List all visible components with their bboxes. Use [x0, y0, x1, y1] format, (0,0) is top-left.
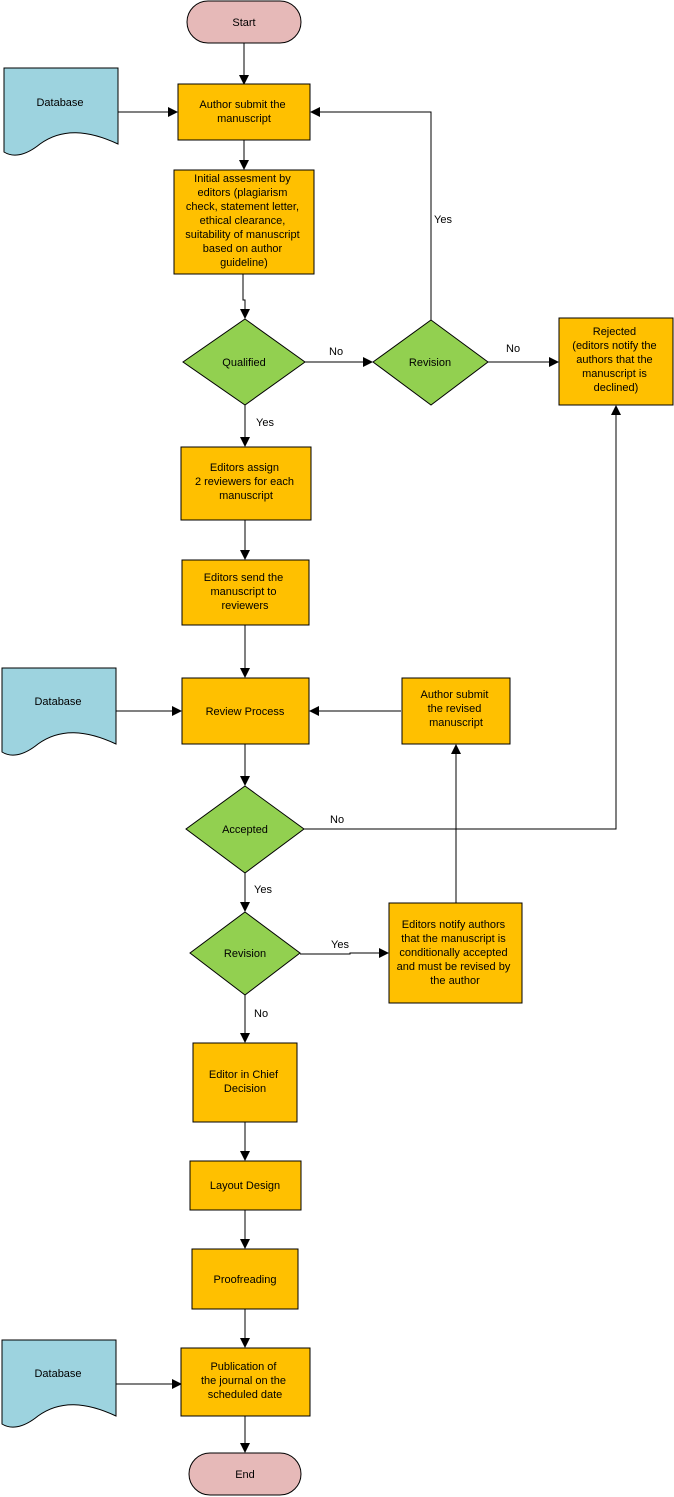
review-process-text: Review Process: [206, 706, 285, 718]
proofreading-box: Proofreading: [191, 1248, 299, 1310]
accepted-decision-label: Accepted: [222, 824, 268, 836]
rejected-text: Rejected (editors notify the authors tha…: [572, 326, 659, 394]
notify-authors-box: Editors notify authors that the manuscri…: [388, 902, 523, 1004]
assign-reviewers-shape: [180, 446, 312, 521]
database-1: Database: [3, 67, 119, 156]
edge-label-revision2-yes: Yes: [331, 939, 349, 951]
database-3: Database: [1, 1339, 117, 1428]
initial-assessment-box: Initial assesment by editors (plagiarism…: [173, 169, 315, 275]
publication-shape: [180, 1347, 311, 1417]
end-terminal: End: [188, 1452, 302, 1496]
notify-authors-shape: [388, 902, 523, 1004]
rejected-box: Rejected (editors notify the authors tha…: [558, 317, 674, 406]
revision-decision-1-shape: [372, 319, 489, 406]
end-label: End: [235, 1469, 255, 1481]
database-3-shape: [1, 1339, 117, 1428]
notify-authors-text: Editors notify authors that the manuscri…: [397, 919, 514, 987]
qualified-decision-label: Qualified: [222, 357, 265, 369]
database-2-label: Database: [34, 696, 81, 708]
start-terminal: Start: [186, 0, 302, 44]
proofreading-shape: [191, 1248, 299, 1310]
database-3-label: Database: [34, 1368, 81, 1380]
edge-label-revision1-yes: Yes: [434, 214, 452, 226]
send-to-reviewers-shape: [181, 559, 310, 626]
rejected-shape: [558, 317, 674, 406]
resubmit-shape: [401, 677, 511, 745]
edge-initial-qualified: [240, 274, 250, 319]
edge-label-qualified-no: No: [329, 346, 343, 358]
end-terminal-shape: [188, 1452, 302, 1496]
qualified-decision: Qualified: [182, 318, 306, 406]
start-label: Start: [232, 17, 255, 29]
edge-revision1-submit: [310, 107, 432, 320]
edge-labels: No Yes Yes No No Yes Yes No: [254, 214, 520, 1020]
assign-reviewers-box: Editors assign 2 reviewers for each manu…: [180, 446, 312, 521]
resubmit-box: Author submit the revised manuscript: [401, 677, 511, 745]
initial-assessment-text: Initial assesment by editors (plagiarism…: [185, 173, 302, 269]
layout-design-shape: [189, 1160, 302, 1211]
layout-design-text: Layout Design: [210, 1180, 280, 1192]
edge-label-revision1-no: No: [506, 343, 520, 355]
start-terminal-shape: [186, 0, 302, 44]
review-process-shape: [181, 677, 310, 745]
review-process-box: Review Process: [181, 677, 310, 745]
editor-in-chief-shape: [192, 1042, 298, 1123]
revision-decision-2: Revision: [189, 911, 301, 996]
submit-manuscript-box: Author submit the manuscript: [177, 83, 311, 141]
edge-label-accepted-yes: Yes: [254, 884, 272, 896]
send-to-reviewers-text: Editors send the manuscript to reviewers: [204, 572, 287, 612]
accepted-decision: Accepted: [185, 785, 305, 874]
database-1-label: Database: [36, 97, 83, 109]
revision-decision-2-shape: [189, 911, 301, 996]
connectors: [116, 43, 621, 1453]
initial-assessment-shape: [173, 169, 315, 275]
assign-reviewers-text: Editors assign 2 reviewers for each manu…: [195, 462, 297, 502]
edge-revision2-notify: [300, 948, 389, 958]
database-2-shape: [1, 667, 117, 756]
layout-design-box: Layout Design: [189, 1160, 302, 1211]
edge-label-revision2-no: No: [254, 1008, 268, 1020]
editor-in-chief-box: Editor in Chief Decision: [192, 1042, 298, 1123]
editor-in-chief-text: Editor in Chief Decision: [209, 1069, 281, 1095]
publication-text: Publication of the journal on the schedu…: [201, 1361, 289, 1401]
qualified-decision-shape: [182, 318, 306, 406]
database-2: Database: [1, 667, 117, 756]
publication-box: Publication of the journal on the schedu…: [180, 1347, 311, 1417]
accepted-decision-shape: [185, 785, 305, 874]
revision-decision-1-label: Revision: [409, 357, 451, 369]
database-1-shape: [3, 67, 119, 156]
proofreading-text: Proofreading: [214, 1274, 277, 1286]
submit-manuscript-shape: [177, 83, 311, 141]
edge-accepted-rejected: [304, 405, 621, 830]
revision-decision-2-label: Revision: [224, 948, 266, 960]
edge-label-accepted-no: No: [330, 814, 344, 826]
edge-label-qualified-yes: Yes: [256, 417, 274, 429]
send-to-reviewers-box: Editors send the manuscript to reviewers: [181, 559, 310, 626]
revision-decision-1: Revision: [372, 319, 489, 406]
submit-manuscript-text: Author submit the manuscript: [199, 99, 288, 125]
resubmit-text: Author submit the revised manuscript: [421, 689, 492, 729]
